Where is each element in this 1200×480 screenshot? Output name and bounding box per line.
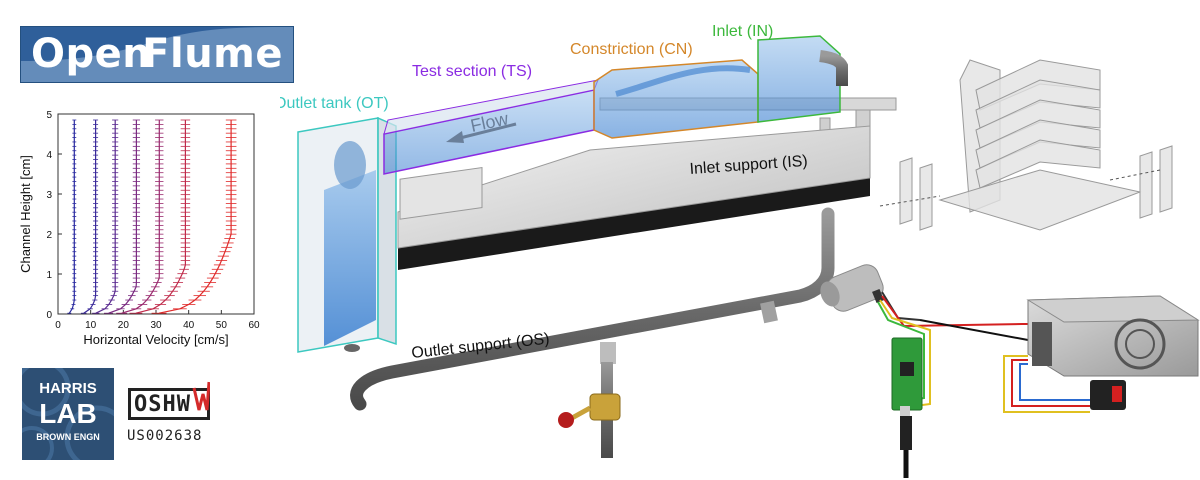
oshw-letters: OSHW xyxy=(134,392,191,417)
x-axis-label: Horizontal Velocity [cm/s] xyxy=(83,332,228,347)
profile-line xyxy=(68,120,75,314)
pump xyxy=(820,264,884,312)
badge-pattern xyxy=(22,368,114,460)
oshw-uid: US002638 xyxy=(127,428,203,444)
inlet xyxy=(757,35,848,123)
oshw-check-icon xyxy=(192,381,210,411)
power-supply xyxy=(1026,295,1200,410)
plot-frame xyxy=(57,113,255,315)
pipe-coupling xyxy=(760,300,778,324)
y-tick-label: 0 xyxy=(46,310,52,321)
y-tick-label: 3 xyxy=(46,190,52,201)
lab-text: LAB xyxy=(39,398,97,429)
outlet-bracket xyxy=(399,167,483,220)
outlet-drain-hole xyxy=(344,344,360,352)
return-piping xyxy=(350,207,835,458)
label-constriction: Constriction (CN) xyxy=(570,41,693,58)
logo-word-open: Open xyxy=(31,31,152,77)
x-tick-label: 0 xyxy=(55,320,61,331)
flume-assembly-diagram: Outlet tank (OT) Test section (TS) Const… xyxy=(280,23,1200,478)
y-tick-label: 4 xyxy=(46,150,52,161)
profile-line xyxy=(108,120,137,314)
y-tick-label: 1 xyxy=(46,270,52,281)
psu-terminal-block xyxy=(1032,322,1052,366)
brown-engn-text: BROWN ENGN xyxy=(36,432,100,442)
outlet-tank xyxy=(297,116,397,353)
profile-line xyxy=(135,120,186,314)
x-tick-label: 60 xyxy=(248,320,260,331)
profile-line xyxy=(83,120,97,314)
flow-arrow xyxy=(446,122,517,143)
pump-connector xyxy=(872,288,884,304)
fan-grille-icon xyxy=(1114,318,1166,370)
y-tick-label: 5 xyxy=(46,110,52,121)
x-tick-label: 30 xyxy=(150,320,162,331)
x-tick-label: 40 xyxy=(183,320,195,331)
velocity-profile-series xyxy=(129,119,191,314)
velocity-profile-series xyxy=(151,119,237,314)
velocity-profile-series xyxy=(92,119,119,314)
harris-text: HARRIS xyxy=(39,380,97,397)
constriction xyxy=(593,59,759,139)
x-tick-label: 20 xyxy=(118,320,130,331)
exploded-constriction-view xyxy=(879,59,1173,231)
velocity-profile-series xyxy=(80,119,99,314)
x-tick-label: 10 xyxy=(85,320,97,331)
velocity-profile-series xyxy=(116,119,164,314)
profile-line xyxy=(95,120,116,314)
power-switch-rocker-icon xyxy=(1112,386,1122,402)
label-test-section: Test section (TS) xyxy=(412,63,532,80)
label-outlet-tank: Outlet tank (OT) xyxy=(280,95,389,112)
support-plate xyxy=(397,125,871,270)
open-flume-logo: Open Flume xyxy=(20,26,294,83)
harris-lab-badge: HARRIS LAB BROWN ENGN xyxy=(22,368,114,460)
profile-line xyxy=(121,120,160,314)
outlet-weir xyxy=(334,141,366,189)
velocity-profile-series xyxy=(67,119,77,314)
y-tick-label: 2 xyxy=(46,230,52,241)
oshw-certification: OSHW US002638 xyxy=(124,380,216,458)
label-inlet: Inlet (IN) xyxy=(712,23,773,40)
pipe-tee xyxy=(600,342,616,364)
velocity-profile-series xyxy=(104,119,141,314)
valve-handle-icon xyxy=(558,412,574,428)
logo-word-flume: Flume xyxy=(142,31,283,77)
logo-wave xyxy=(21,27,293,82)
drain-valve xyxy=(558,393,621,428)
velocity-profile-chart: 0 1 2 3 4 5 0 10 20 30 40 50 60 Horizontal Velocity… xyxy=(18,110,260,347)
microcontroller-board xyxy=(891,337,923,450)
outlet-tank-water xyxy=(324,170,376,346)
x-tick-label: 50 xyxy=(216,320,228,331)
usb-plug xyxy=(900,406,910,416)
y-axis-label: Channel Height [cm] xyxy=(18,155,33,273)
profile-line xyxy=(158,120,232,314)
usb-cable xyxy=(900,416,912,450)
